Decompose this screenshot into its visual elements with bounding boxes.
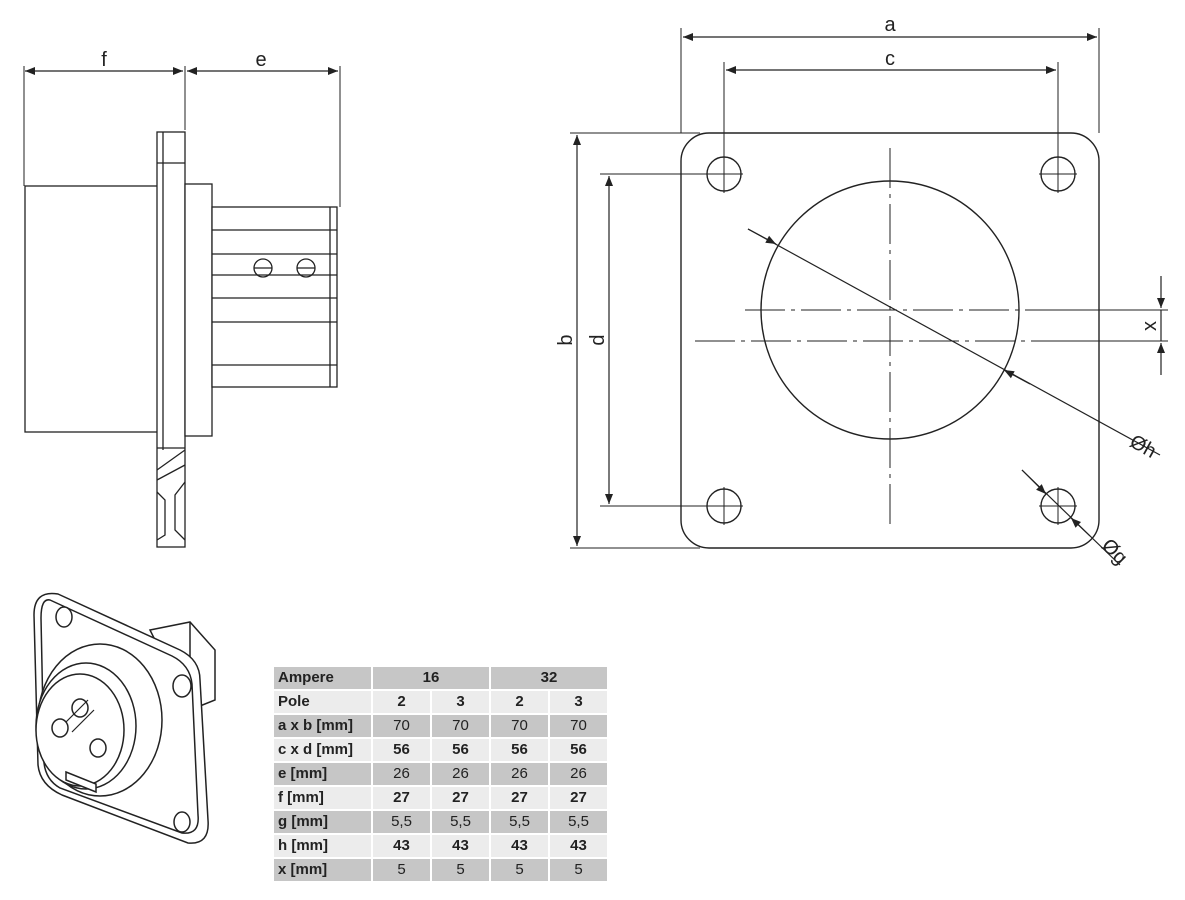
table-cell: 70	[489, 713, 550, 739]
table-cell: 5,5	[489, 809, 550, 835]
table-cell: 70	[371, 713, 432, 739]
table-cell: 5,5	[548, 809, 609, 835]
table-cell: 43	[430, 833, 491, 859]
table-cell: 2	[371, 689, 432, 715]
table-cell: 26	[548, 761, 609, 787]
row-label: g [mm]	[272, 809, 373, 835]
dim-label-h: Øh	[1126, 431, 1160, 463]
table-cell: 26	[430, 761, 491, 787]
row-label: x [mm]	[272, 857, 373, 883]
table-cell: 26	[371, 761, 432, 787]
group-32: 32	[489, 665, 609, 691]
side-view	[23, 66, 341, 548]
row-label: f [mm]	[272, 785, 373, 811]
dim-label-b: b	[555, 334, 577, 345]
table-cell: 43	[489, 833, 550, 859]
table-cell: 56	[548, 737, 609, 763]
dim-label-d: d	[587, 334, 609, 345]
table-cell: 3	[430, 689, 491, 715]
center-lines	[695, 148, 1077, 530]
dim-label-g: Øg	[1097, 535, 1131, 569]
table-header-row: Ampere 16 32	[272, 665, 609, 691]
row-label: Pole	[272, 689, 373, 715]
dim-label-c: c	[885, 48, 895, 70]
table-cell: 2	[489, 689, 550, 715]
table-cell: 27	[371, 785, 432, 811]
header-label: Ampere	[272, 665, 373, 691]
table-cell: 43	[371, 833, 432, 859]
table-cell: 5	[371, 857, 432, 883]
table-cell: 5	[489, 857, 550, 883]
table-cell: 5	[548, 857, 609, 883]
dim-label-a: a	[884, 14, 896, 36]
table-cell: 27	[430, 785, 491, 811]
table-cell: 70	[430, 713, 491, 739]
table-cell: 3	[548, 689, 609, 715]
table-cell: 56	[430, 737, 491, 763]
row-label: a x b [mm]	[272, 713, 373, 739]
table-cell: 5,5	[430, 809, 491, 835]
row-label: e [mm]	[272, 761, 373, 787]
table-cell: 26	[489, 761, 550, 787]
row-label: c x d [mm]	[272, 737, 373, 763]
table-cell: 43	[548, 833, 609, 859]
dim-label-f: f	[101, 49, 107, 71]
table-cell: 70	[548, 713, 609, 739]
table-cell: 27	[489, 785, 550, 811]
group-16: 16	[371, 665, 491, 691]
dim-label-x: x	[1139, 321, 1161, 331]
dim-lines-front	[573, 33, 1165, 566]
table-cell: 56	[489, 737, 550, 763]
extension-lines-front	[570, 28, 1168, 549]
row-label: h [mm]	[272, 833, 373, 859]
table-cell: 5,5	[371, 809, 432, 835]
table-cell: 56	[371, 737, 432, 763]
table-cell: 27	[548, 785, 609, 811]
isometric-view	[33, 592, 216, 844]
table-cell: 5	[430, 857, 491, 883]
dim-label-e: e	[255, 49, 266, 71]
